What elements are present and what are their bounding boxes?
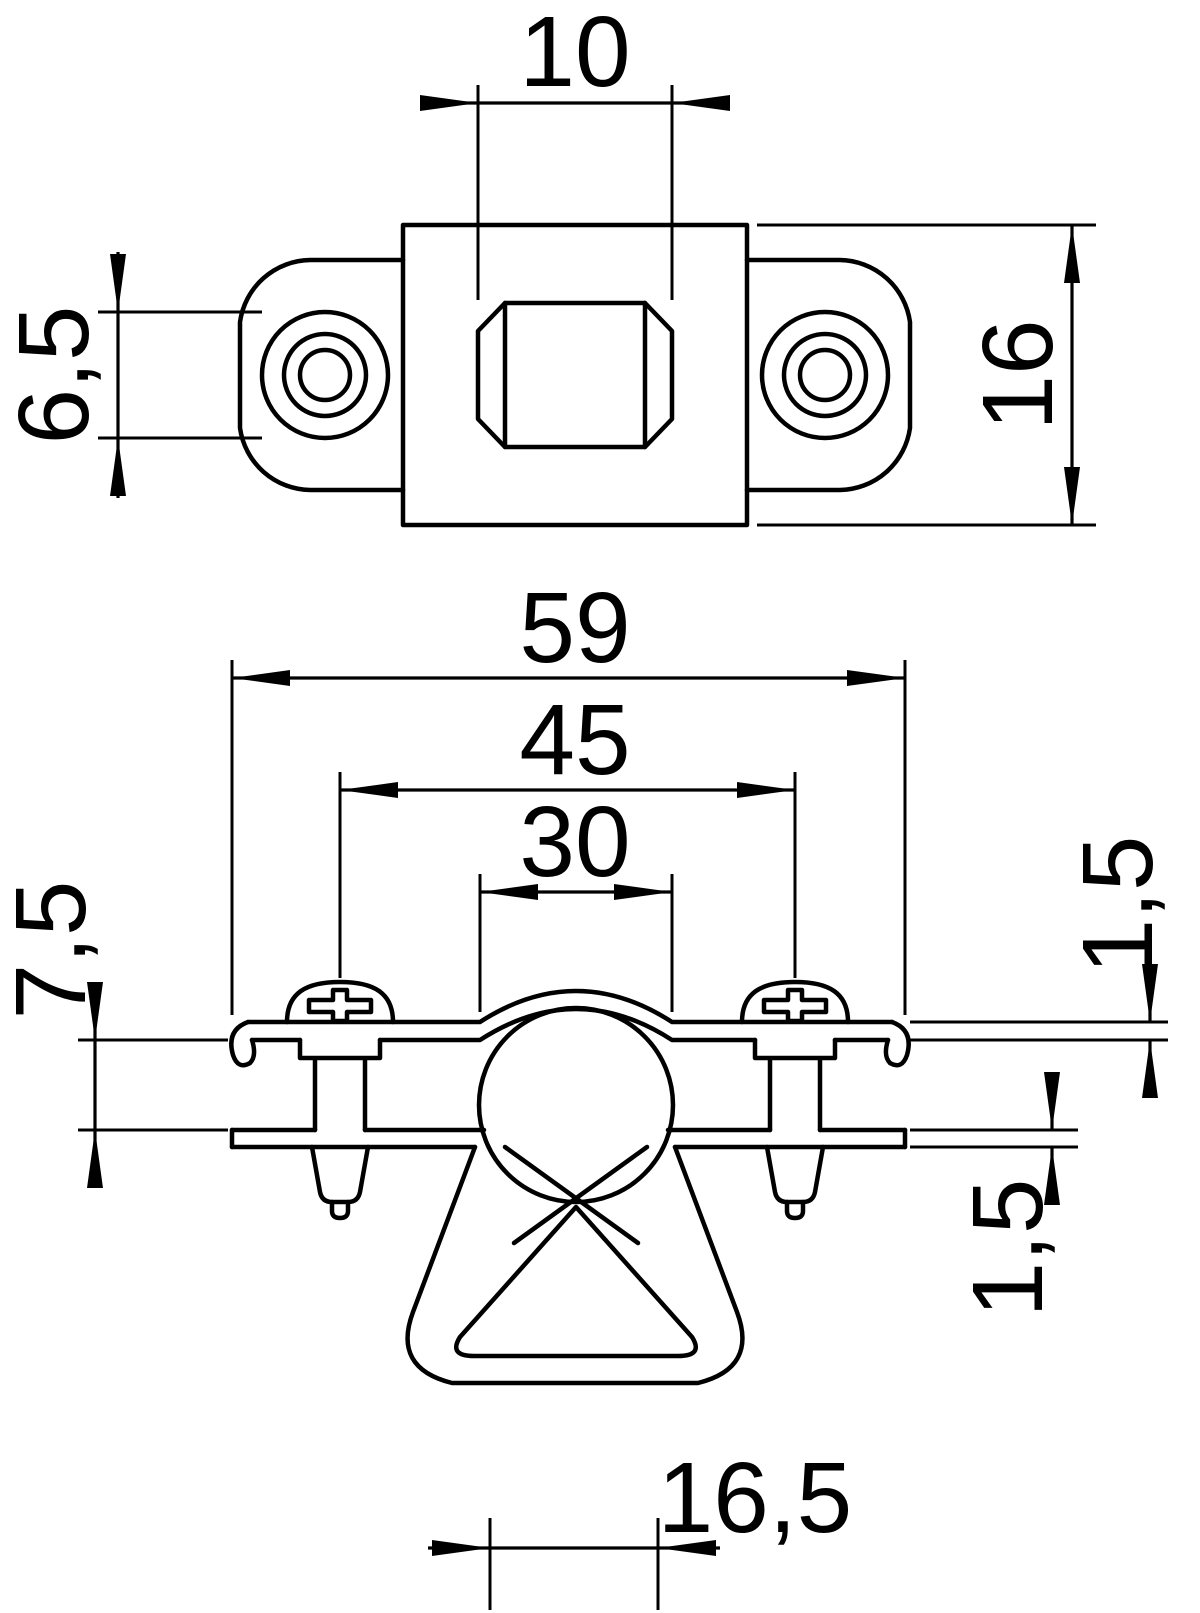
screw-ferrule xyxy=(764,1144,826,1205)
hole-inner-circle xyxy=(797,347,853,403)
extension-lines xyxy=(338,772,797,978)
extension-lines xyxy=(757,223,1096,527)
dimension-label-depth: 16 xyxy=(962,319,1074,430)
loop-inner-outline xyxy=(454,1204,698,1359)
strap-top-edge xyxy=(245,988,895,1025)
screw-head xyxy=(739,979,851,1025)
dimension-overall-width: 59 xyxy=(230,572,907,1015)
left-screw xyxy=(284,979,396,1221)
dimension-upper-strap-thickness: 1,5 xyxy=(910,835,1174,1098)
loop-outer-outline xyxy=(405,1144,745,1386)
dimension-label-hole-diameter: 6,5 xyxy=(0,305,110,444)
cable-circle xyxy=(476,1005,676,1205)
hole-outer-circle xyxy=(759,309,891,441)
clamp-saddle-edges xyxy=(502,300,648,450)
dimension-loop-opening-width: 16,5 xyxy=(428,1442,852,1610)
dimension-label-slot-width: 10 xyxy=(519,0,630,108)
screw-tip xyxy=(329,1199,351,1221)
dimension-label-upper-strap-thickness: 1,5 xyxy=(1062,835,1174,974)
hole-outer-circle xyxy=(259,309,391,441)
hole-mid-circle xyxy=(281,331,369,419)
extension-lines xyxy=(476,85,674,300)
right-screw xyxy=(739,979,851,1221)
clamp-body-outline xyxy=(400,222,750,528)
dimension-screw-spacing: 45 xyxy=(338,684,797,978)
dimension-hole-diameter: 6,5 xyxy=(0,252,262,498)
left-mounting-hole xyxy=(259,309,391,441)
left-flange xyxy=(237,257,406,493)
screw-spacer xyxy=(297,1037,383,1133)
dimension-label-overall-width: 59 xyxy=(519,572,630,684)
right-mounting-hole xyxy=(759,309,891,441)
dimension-base-plate-thickness: 1,5 xyxy=(910,1072,1078,1318)
suspension-loop xyxy=(405,1144,745,1386)
right-flange xyxy=(744,257,913,493)
extension-lines xyxy=(910,1020,1168,1042)
phillips-cross-icon xyxy=(761,987,829,1024)
screw-tip xyxy=(784,1199,806,1221)
base-plate-end-caps xyxy=(229,1127,908,1150)
hole-mid-circle xyxy=(781,331,869,419)
extension-lines xyxy=(78,1038,228,1132)
dimension-label-saddle-width: 30 xyxy=(519,786,630,898)
dimension-clamp-gap: 7,5 xyxy=(0,880,228,1188)
extension-lines xyxy=(910,1128,1078,1149)
extension-lines xyxy=(98,310,262,440)
screw-head xyxy=(284,979,396,1025)
dimension-saddle-width: 30 xyxy=(478,786,674,1012)
screw-ferrule xyxy=(309,1144,371,1205)
clamp-front-view xyxy=(229,979,911,1386)
clamp-top-view xyxy=(237,222,913,528)
hole-inner-circle xyxy=(297,347,353,403)
loop-strap-crossing xyxy=(502,1144,650,1246)
strap-end-curls xyxy=(229,1019,911,1068)
extension-lines xyxy=(488,1518,660,1610)
dimension-depth: 16 xyxy=(757,223,1096,527)
phillips-cross-icon xyxy=(306,987,374,1024)
dimension-slot-width: 10 xyxy=(420,0,730,300)
dimension-label-base-plate-thickness: 1,5 xyxy=(952,1178,1064,1317)
dimension-label-clamp-gap: 7,5 xyxy=(0,880,107,1019)
dimension-label-screw-spacing: 45 xyxy=(519,684,630,796)
screw-spacer xyxy=(752,1037,838,1133)
extension-lines xyxy=(230,660,907,1015)
dimension-label-loop-opening-width: 16,5 xyxy=(658,1442,853,1554)
